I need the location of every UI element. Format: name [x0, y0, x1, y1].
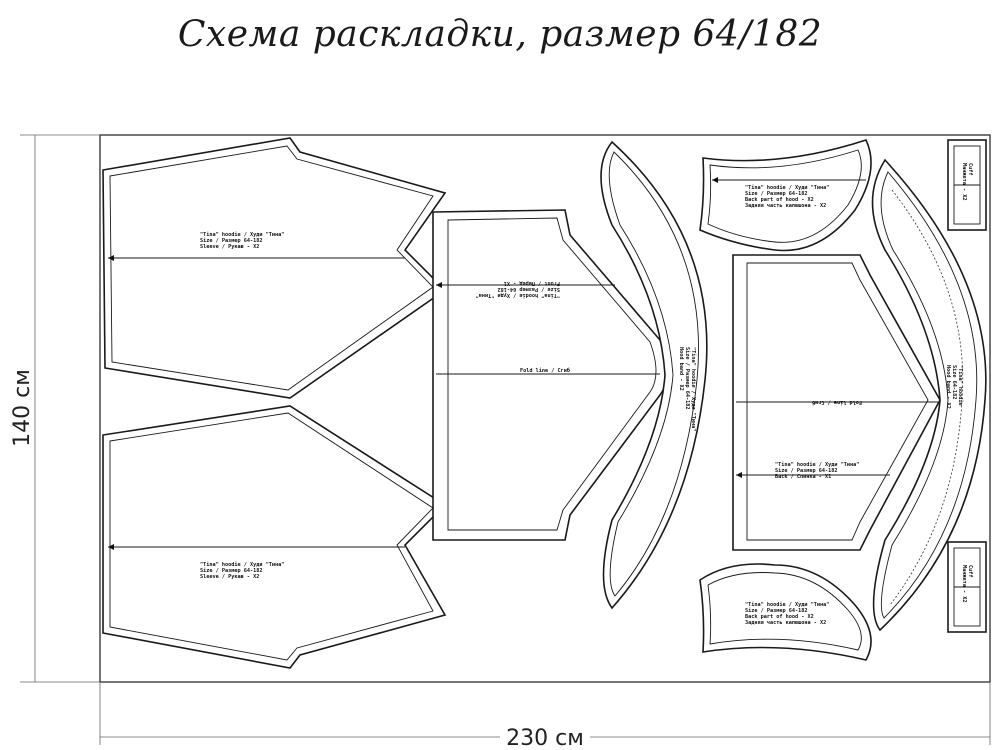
svg-text:"Tina" hoodie / Худи "Тина": "Tina" hoodie / Худи "Тина": [200, 232, 284, 238]
svg-text:Size / Размер 64-182: Size / Размер 64-182: [775, 468, 837, 474]
back-line3: Back / Спинка - X1: [775, 474, 831, 480]
hood-back-piece-bottom: "Tina" hoodie / Худи "Тина" Size / Разме…: [699, 563, 872, 661]
sleeve-top-line1: "Tina" hoodie / Худи "Тина": [200, 232, 284, 238]
sleeve-bottom-line2: Size / Размер 64-182: [200, 568, 262, 574]
sleeve-top-line3: Sleeve / Рукав - X2: [200, 244, 259, 250]
svg-text:Size / Размер 64-182: Size / Размер 64-182: [498, 286, 560, 292]
svg-text:Fold line / Сгиб: Fold line / Сгиб: [520, 367, 570, 374]
sleeve-piece-bottom: "Tina" hoodie / Худи "Тина" Size / Разме…: [102, 405, 447, 669]
hood-back-top-line3: Back part of hood - X2: [745, 197, 814, 203]
hood-band-line3: Hood band - X2: [678, 347, 684, 391]
front-fold-label: Fold line / Сгиб: [520, 367, 570, 374]
hood-band-piece: "Tina" hoodie / Худи "Тина" Size / Разме…: [600, 140, 708, 610]
svg-text:Манжета - X2: Манжета - X2: [961, 565, 967, 602]
hood-band-line2: Size / Размер 64-182: [684, 347, 690, 409]
svg-text:Cuff: Cuff: [967, 565, 973, 578]
cuff-bottom-line1: Cuff: [967, 565, 973, 578]
svg-text:"Tina" hoodie / Худи "Тина": "Tina" hoodie / Худи "Тина": [200, 562, 284, 568]
height-dimension: 140 см: [10, 134, 100, 683]
cuff-piece-bottom: Cuff Манжета - X2: [947, 541, 987, 633]
svg-text:Size / Размер 64-182: Size / Размер 64-182: [745, 608, 807, 614]
back-line1: "Tina" hoodie / Худи "Тина": [775, 462, 859, 468]
sleeve-top-line2: Size / Размер 64-182: [200, 238, 262, 244]
side-band-line2: Size 64-182: [951, 365, 957, 399]
svg-text:Fold line / Сгиб: Fold line / Сгиб: [812, 399, 862, 406]
svg-text:"Tina" hoodie: "Tina" hoodie: [957, 365, 963, 406]
svg-text:"Tina" hoodie / Худи "Тина": "Tina" hoodie / Худи "Тина": [690, 347, 696, 431]
svg-text:"Tina" hoodie / Худи "Тина": "Tina" hoodie / Худи "Тина": [745, 185, 829, 191]
layout-title: Схема раскладки, размер 64/182: [177, 14, 823, 55]
hood-back-top-line2: Size / Размер 64-182: [745, 191, 807, 197]
sleeve-piece-top: "Tina" hoodie / Худи "Тина" Size / Разме…: [102, 137, 447, 399]
hood-band-line1: "Tina" hoodie / Худи "Тина": [690, 347, 696, 431]
back-piece: Fold line / Сгиб "Tina" hoodie / Худи "Т…: [732, 254, 941, 551]
back-line2: Size / Размер 64-182: [775, 468, 837, 474]
front-line1: "Tina" hoodie / Худи "Тина": [476, 292, 560, 298]
svg-text:"Tina" hoodie / Худи "Тина": "Tina" hoodie / Худи "Тина": [476, 292, 560, 298]
side-band-line1: "Tina" hoodie: [957, 365, 963, 406]
svg-text:Front / Перед - X1: Front / Перед - X1: [504, 280, 560, 286]
front-piece: Fold line / Сгиб "Tina" hoodie / Худи "Т…: [432, 209, 669, 541]
back-fold-label: Fold line / Сгиб: [812, 399, 862, 406]
side-band-piece: "Tina" hoodie Size 64-182 Hood band - X2: [871, 158, 987, 632]
height-label: 140 см: [10, 369, 35, 447]
hood-back-top-line4: Задняя часть капюшона - X2: [745, 203, 826, 209]
svg-text:Задняя часть капюшона - X2: Задняя часть капюшона - X2: [745, 620, 826, 626]
svg-text:Sleeve / Рукав - X2: Sleeve / Рукав - X2: [200, 244, 259, 250]
hood-back-bottom-line2: Size / Размер 64-182: [745, 608, 807, 614]
svg-text:Size / Размер 64-182: Size / Размер 64-182: [745, 191, 807, 197]
hood-back-bottom-line3: Back part of hood - X2: [745, 614, 814, 620]
svg-text:Манжета - X2: Манжета - X2: [961, 163, 967, 200]
sleeve-bottom-line3: Sleeve / Рукав - X2: [200, 574, 259, 580]
cuff-piece-top: Cuff Манжета - X2: [947, 139, 987, 231]
hood-back-bottom-line1: "Tina" hoodie / Худи "Тина": [745, 602, 829, 608]
svg-text:Задняя часть капюшона - X2: Задняя часть капюшона - X2: [745, 203, 826, 209]
svg-text:Cuff: Cuff: [967, 163, 973, 176]
svg-text:"Tina" hoodie / Худи "Тина": "Tina" hoodie / Худи "Тина": [745, 602, 829, 608]
cuff-bottom-line2: Манжета - X2: [961, 565, 967, 602]
svg-text:Size 64-182: Size 64-182: [951, 365, 957, 399]
width-label: 230 см: [506, 726, 584, 750]
svg-text:Back part of hood - X2: Back part of hood - X2: [745, 614, 814, 620]
hood-back-piece-top: "Tina" hoodie / Худи "Тина" Size / Разме…: [699, 139, 872, 252]
svg-text:"Tina" hoodie / Худи "Тина": "Tina" hoodie / Худи "Тина": [775, 462, 859, 468]
svg-text:Back part of hood - X2: Back part of hood - X2: [745, 197, 814, 203]
cuff-top-line2: Манжета - X2: [961, 163, 967, 200]
hood-back-top-line1: "Tina" hoodie / Худи "Тина": [745, 185, 829, 191]
svg-text:Size / Размер 64-182: Size / Размер 64-182: [684, 347, 690, 409]
svg-text:Back / Спинка - X1: Back / Спинка - X1: [775, 474, 831, 480]
front-line3: Front / Перед - X1: [504, 280, 560, 286]
hood-back-bottom-line4: Задняя часть капюшона - X2: [745, 620, 826, 626]
cuff-top-line1: Cuff: [967, 163, 973, 176]
svg-text:Size / Размер 64-182: Size / Размер 64-182: [200, 568, 262, 574]
sleeve-bottom-line1: "Tina" hoodie / Худи "Тина": [200, 562, 284, 568]
side-band-line3: Hood band - X2: [945, 365, 951, 409]
front-line2: Size / Размер 64-182: [498, 286, 560, 292]
width-dimension: 230 см: [99, 682, 991, 750]
svg-text:Sleeve / Рукав - X2: Sleeve / Рукав - X2: [200, 574, 259, 580]
svg-text:Hood band - X2: Hood band - X2: [678, 347, 684, 391]
svg-text:Hood band - X2: Hood band - X2: [945, 365, 951, 409]
svg-text:Size / Размер 64-182: Size / Размер 64-182: [200, 238, 262, 244]
